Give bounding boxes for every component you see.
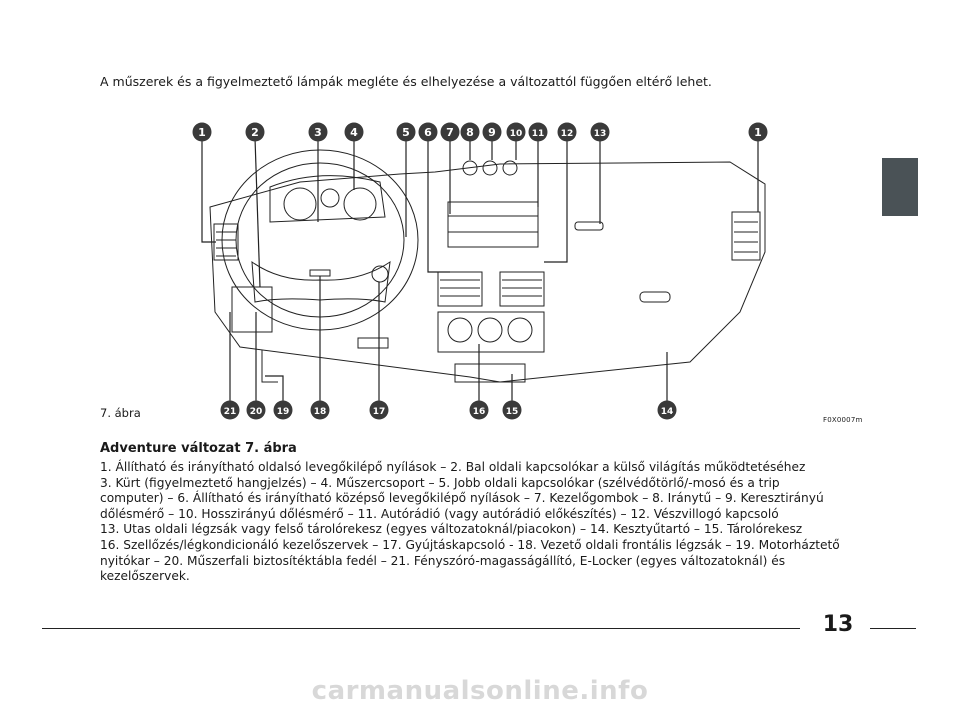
callout-bottom-badge [657,400,677,420]
callout-bottom-badge [469,400,489,420]
callout-top-number: 13 [594,129,607,139]
intro-note: A műszerek és a figyelmeztető lámpák meg… [100,74,712,89]
figure-code: F0X0007m [823,416,863,424]
callout-top-badge [418,122,438,142]
legend-line: 13. Utas oldali légzsák vagy felső tárol… [100,522,803,537]
callout-top-number: 5 [402,126,410,139]
callout-bottom-badge [502,400,522,420]
callout-top-badge [557,122,577,142]
callout-top-badge [245,122,265,142]
callout-top-badge [460,122,480,142]
callout-top-number: 1 [754,126,762,139]
callout-bottom-number: 20 [250,407,263,417]
callout-top-badge [308,122,328,142]
callout-top-number: 1 [198,126,206,139]
callout-bottom-number: 19 [277,407,290,417]
callout-bottom-badge [220,400,240,420]
callout-bottom-number: 15 [506,407,519,417]
callout-top-number: 4 [350,126,358,139]
callout-top-badge [506,122,526,142]
callout-bottom-badge [310,400,330,420]
callout-top-badge [440,122,460,142]
page-number: 13 [822,612,854,637]
callout-bottom-badge [369,400,389,420]
callout-bottom-number: 18 [314,407,327,417]
legend-line: 16. Szellőzés/légkondicionáló kezelőszer… [100,537,840,552]
callout-top-number: 3 [314,126,322,139]
callout-top-number: 12 [561,129,574,139]
callout-top-badge [528,122,548,142]
legend-line: computer) – 6. Állítható és irányítható … [100,491,824,506]
legend-line: dőlésmérő – 10. Hosszirányú dőlésmérő – … [100,506,779,521]
callout-top-badge [590,122,610,142]
callout-top-number: 10 [510,129,523,139]
legend-line: 1. Állítható és irányítható oldalsó leve… [100,460,806,474]
callout-bottom-badge [273,400,293,420]
callout-top-number: 11 [532,129,545,139]
callout-top-number: 2 [251,126,259,139]
callout-bottom-number: 14 [661,407,674,417]
figure-label: 7. ábra [100,406,141,420]
callout-bottom-number: 21 [224,407,237,417]
callout-top-badge [192,122,212,142]
chapter-tab [882,158,918,216]
legend-text: 1. Állítható és irányítható oldalsó leve… [100,460,870,585]
footer-rule-left [42,628,800,629]
callout-bottom-number: 17 [373,407,386,417]
watermark: carmanualsonline.info [311,676,649,706]
callout-top-number: 8 [466,126,474,139]
legend-line: 3. Kürt (figyelmeztető hangjelzés) – 4. … [100,475,780,490]
callout-top-number: 6 [424,126,432,139]
callout-top-badge [396,122,416,142]
callout-top-badge [748,122,768,142]
legend-line: nyitókar – 20. Műszerfali biztosítéktábl… [100,553,786,568]
callout-bottom-badge [246,400,266,420]
callout-top-number: 9 [488,126,496,139]
footer-rule-right [870,628,916,629]
callout-bottom-number: 16 [473,407,486,417]
callout-top-number: 7 [446,126,454,139]
callout-top-badge [344,122,364,142]
legend-line: kezelőszervek. [100,569,190,584]
callout-top-badge [482,122,502,142]
section-title: Adventure változat 7. ábra [100,441,297,456]
